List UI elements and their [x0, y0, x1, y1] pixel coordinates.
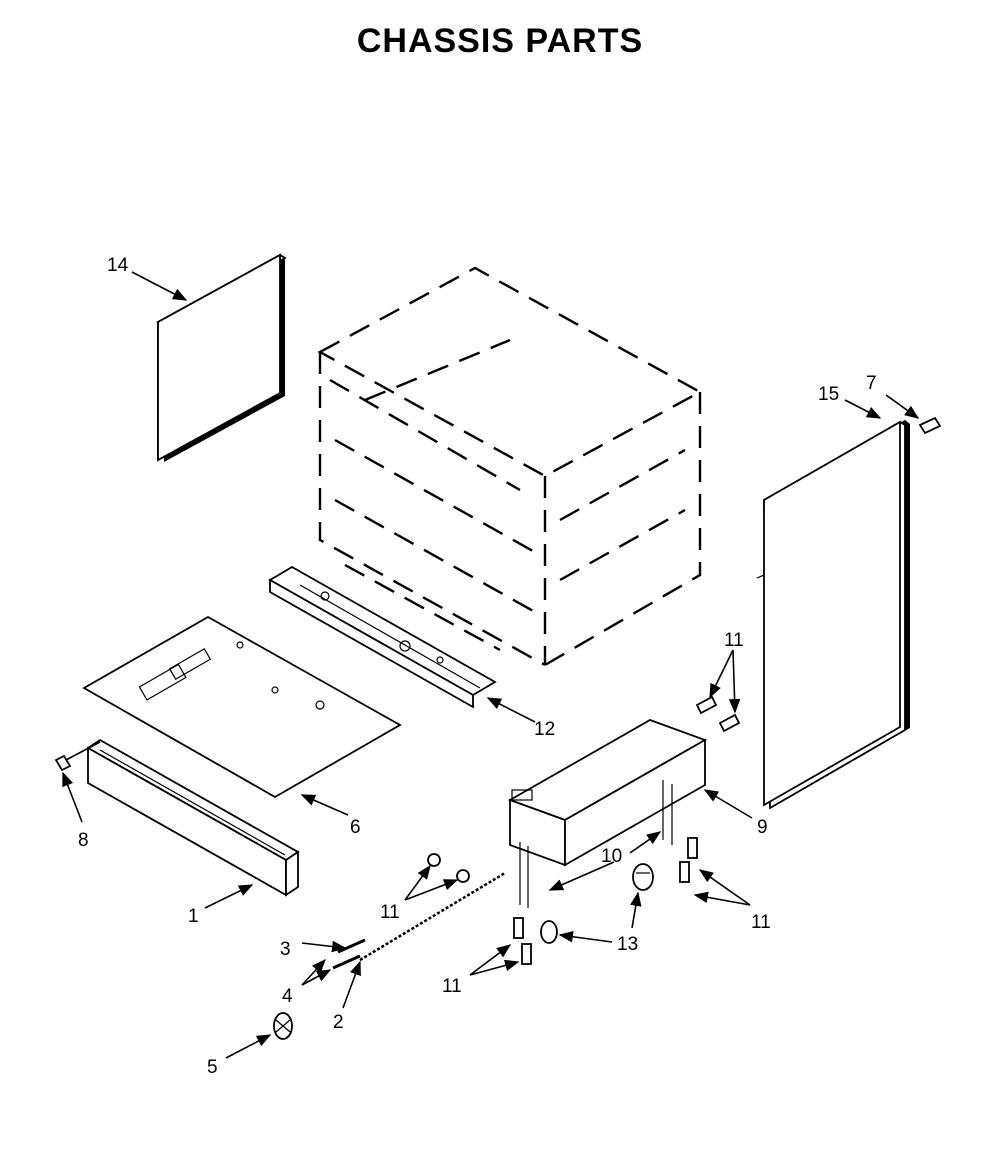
- rod-pins: [332, 938, 366, 970]
- callout-11-bottom: 11: [442, 976, 462, 997]
- callout-3: 3: [280, 939, 291, 960]
- callout-8: 8: [78, 830, 89, 851]
- side-panel-right: [756, 420, 910, 810]
- callout-7: 7: [866, 373, 877, 394]
- leader-lines: [62, 271, 920, 1059]
- callout-5: 5: [207, 1057, 218, 1078]
- callout-4: 4: [282, 986, 293, 1007]
- callout-1: 1: [188, 906, 199, 927]
- oven-cavity-outline: [317, 266, 703, 667]
- callout-11-left: 11: [380, 902, 400, 923]
- screws-11: [427, 695, 741, 965]
- callout-2: 2: [333, 1012, 344, 1033]
- leveling-foot-13: [540, 920, 558, 944]
- callout-13: 13: [617, 934, 638, 955]
- leveling-foot: [632, 863, 654, 891]
- page-title: CHASSIS PARTS: [356, 22, 644, 60]
- screw-7: [918, 416, 942, 435]
- callout-labels: 14 1 2 3 4 5 6 7 8 9 10 11 11 11 11 12 1…: [78, 255, 877, 1078]
- leveling-knob: [273, 1012, 293, 1040]
- callout-11-top: 11: [724, 630, 744, 651]
- callout-12: 12: [534, 719, 555, 740]
- leveling-channel: [507, 719, 708, 908]
- callout-9: 9: [757, 817, 768, 838]
- rear-bracket: [268, 565, 497, 709]
- callout-6: 6: [350, 817, 361, 838]
- callout-14: 14: [107, 255, 129, 276]
- callout-15: 15: [818, 384, 839, 405]
- callout-10: 10: [601, 846, 622, 867]
- side-panel-left: [156, 253, 287, 462]
- front-kick-panel: [86, 738, 300, 897]
- callout-11-right: 11: [751, 912, 771, 933]
- screw-8: [54, 741, 101, 772]
- leveling-rod: [359, 871, 506, 962]
- bottom-plate: [82, 615, 402, 799]
